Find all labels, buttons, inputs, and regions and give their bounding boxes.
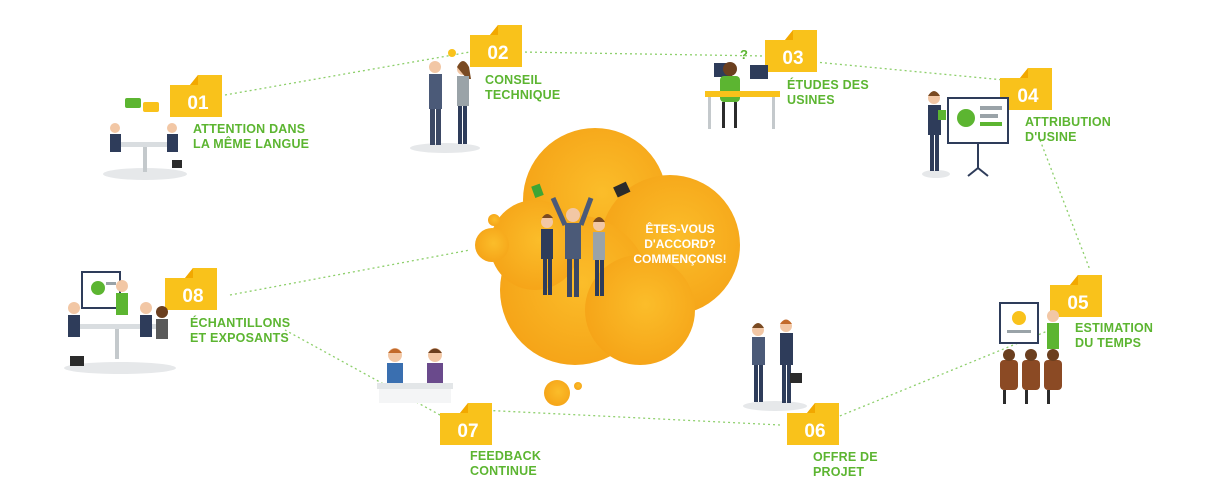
step-05-label-line-1: ESTIMATION: [1075, 321, 1154, 335]
step-04-label: ATTRIBUTION D'USINE: [1025, 115, 1111, 145]
blob-bubble-left: [475, 228, 509, 262]
step-02-label: CONSEIL TECHNIQUE: [485, 73, 560, 103]
step-03-label-line-2: USINES: [787, 93, 835, 107]
step-06-label: OFFRE DE PROJET: [813, 450, 878, 480]
step-07-label-line-2: CONTINUE: [470, 464, 537, 478]
factory-study-illustration: ?: [705, 47, 780, 129]
center-call-to-action: ÊTES-VOUS D'ACCORD? COMMENÇONS!: [620, 222, 740, 267]
step-08-label-line-2: ET EXPOSANTS: [190, 331, 289, 345]
blob-bubble-small: [488, 214, 500, 226]
blob-bubble-bottom: [544, 380, 570, 406]
technical-advice-illustration: [410, 49, 480, 153]
blob-bubble-tiny: [574, 382, 582, 390]
connector-01-02: [224, 51, 471, 96]
step-06-label-line-2: PROJET: [813, 465, 865, 479]
step-08-number: 08: [182, 286, 204, 307]
step-01-label-line-2: LA MÊME LANGUE: [193, 137, 310, 151]
step-06-badge: 06: [787, 403, 847, 453]
step-02-number: 02: [487, 43, 509, 64]
step-08-label-line-1: ÉCHANTILLONS: [190, 316, 291, 330]
step-02-label-line-2: TECHNIQUE: [485, 88, 561, 102]
step-04-label-line-1: ATTRIBUTION: [1025, 115, 1111, 129]
time-estimation-illustration: [999, 302, 1062, 404]
step-08-badge: 08: [165, 268, 225, 318]
step-07-badge: 07: [440, 403, 500, 453]
question-mark-icon: ?: [740, 47, 748, 62]
connector-04-05: [1039, 139, 1091, 271]
meeting-table-illustration: [103, 98, 187, 180]
step-07-label: FEEDBACK CONTINUE: [470, 449, 541, 479]
step-03-label-line-1: ÉTUDES DES: [787, 78, 869, 92]
blob-part-left: [490, 200, 580, 290]
step-05-label: ESTIMATION DU TEMPS: [1075, 321, 1153, 351]
step-03-number: 03: [782, 48, 804, 69]
center-line-3: COMMENÇONS!: [633, 252, 727, 266]
step-04-label-line-2: D'USINE: [1025, 130, 1077, 144]
continuous-feedback-illustration: [377, 348, 453, 403]
blob-part-lower: [585, 255, 695, 365]
step-06-number: 06: [804, 421, 826, 442]
step-03-badge: 03: [765, 30, 825, 80]
step-05-number: 05: [1067, 293, 1089, 314]
step-03-label: ÉTUDES DES USINES: [787, 78, 869, 108]
connector-08-center: [229, 249, 471, 296]
briefcase-flying-icon: [613, 181, 631, 198]
step-01-number: 01: [187, 93, 209, 114]
connector-06-07: [479, 409, 781, 426]
center-line-2: D'ACCORD?: [644, 237, 716, 251]
samples-exhibition-illustration: [64, 271, 176, 374]
step-06-label-line-1: OFFRE DE: [813, 450, 878, 464]
step-01-badge: 01: [170, 75, 230, 125]
step-07-label-line-1: FEEDBACK: [470, 449, 542, 463]
factory-assignment-illustration: [922, 91, 1009, 178]
step-02-label-line-1: CONSEIL: [485, 73, 542, 87]
step-01-label-line-1: ATTENTION DANS: [193, 122, 306, 136]
center-line-1: ÊTES-VOUS: [645, 222, 715, 236]
step-05-label-line-2: DU TEMPS: [1075, 336, 1142, 350]
project-offer-illustration: [743, 319, 807, 411]
celebrating-team-illustration: [531, 183, 605, 297]
step-07-number: 07: [457, 421, 479, 442]
step-08-label: ÉCHANTILLONS ET EXPOSANTS: [190, 316, 290, 346]
step-04-badge: 04: [1000, 68, 1060, 118]
connector-03-04: [814, 61, 1026, 83]
step-02-badge: 02: [470, 25, 530, 75]
step-05-badge: 05: [1050, 275, 1110, 325]
step-01-label: ATTENTION DANS LA MÊME LANGUE: [193, 122, 309, 152]
step-04-number: 04: [1017, 86, 1039, 107]
connector-02-03: [519, 51, 766, 57]
